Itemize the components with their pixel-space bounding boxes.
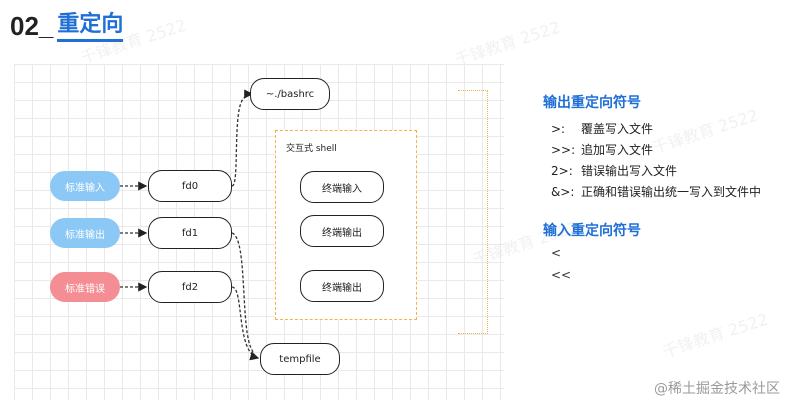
- output-redirect-title: 输出重定向符号: [543, 95, 641, 111]
- arrow-fd0-bashrc: [231, 89, 254, 187]
- stdout-pill: 标准输出: [50, 218, 120, 248]
- input-symbol: <<: [551, 268, 572, 282]
- legend-symbol: >:: [551, 121, 566, 136]
- terminal-output-box: 终端输出: [300, 270, 384, 302]
- fd2-label: fd2: [181, 281, 199, 293]
- terminal-input-label: 终端输入: [322, 183, 362, 195]
- terminal-output-label: 终端输出: [322, 227, 362, 239]
- legend-item: 2>: 错误输出写入文件: [543, 160, 783, 181]
- bashrc-file-label: ~./bashrc: [265, 88, 315, 100]
- legend-desc: 错误输出写入文件: [581, 164, 678, 178]
- legend-item: &>: 正确和错误输出统一写入到文件中: [543, 181, 783, 202]
- tempfile-box: tempfile: [260, 343, 340, 375]
- stdin-pill: 标准输入: [50, 171, 120, 201]
- shell-label: 交互式 shell: [286, 144, 337, 154]
- fd2-box: fd2: [148, 271, 232, 303]
- terminal-output-label: 终端输出: [322, 282, 362, 294]
- bashrc-file-box: ~./bashrc: [250, 78, 330, 110]
- page-title: 02 _ 重定向: [10, 8, 124, 42]
- stderr-label: 标准错误: [65, 283, 105, 295]
- legend-item: >: 覆盖写入文件: [543, 118, 783, 139]
- stdin-label: 标准输入: [65, 182, 105, 194]
- stderr-pill: 标准错误: [50, 272, 120, 302]
- stdout-label: 标准输出: [65, 229, 105, 241]
- arrow-fd2-tempfile: [231, 286, 260, 361]
- terminal-input-box: 终端输入: [300, 171, 384, 203]
- tempfile-label: tempfile: [279, 353, 321, 365]
- shell-outline: [458, 90, 488, 334]
- input-symbol: <: [551, 246, 562, 260]
- fd1-label: fd1: [181, 227, 199, 239]
- legend-desc: 覆盖写入文件: [581, 122, 654, 136]
- legend-item: >>: 追加写入文件: [543, 139, 783, 160]
- fd1-box: fd1: [148, 217, 232, 249]
- legend-symbol: 2>:: [551, 163, 573, 178]
- legend-symbol: >>:: [551, 142, 576, 157]
- section-number: 02: [10, 11, 39, 41]
- section-separator: _: [38, 11, 54, 41]
- legend-desc: 正确和错误输出统一写入到文件中: [581, 185, 762, 199]
- arrow-fd1-tempfile: [231, 232, 259, 359]
- input-redirect-title: 输入重定向符号: [543, 223, 641, 239]
- redirect-legend: 输出重定向符号 >: 覆盖写入文件 >>: 追加写入文件 2>: 错误输出写入文…: [543, 92, 783, 288]
- legend-symbol: &>:: [551, 184, 575, 199]
- section-title: 重定向: [57, 13, 124, 42]
- fd0-box: fd0: [148, 170, 232, 202]
- terminal-output-box: 终端输出: [300, 215, 384, 247]
- fd0-label: fd0: [181, 180, 199, 192]
- legend-desc: 追加写入文件: [581, 143, 654, 157]
- source-credit: @稀土掘金技术社区: [654, 381, 780, 397]
